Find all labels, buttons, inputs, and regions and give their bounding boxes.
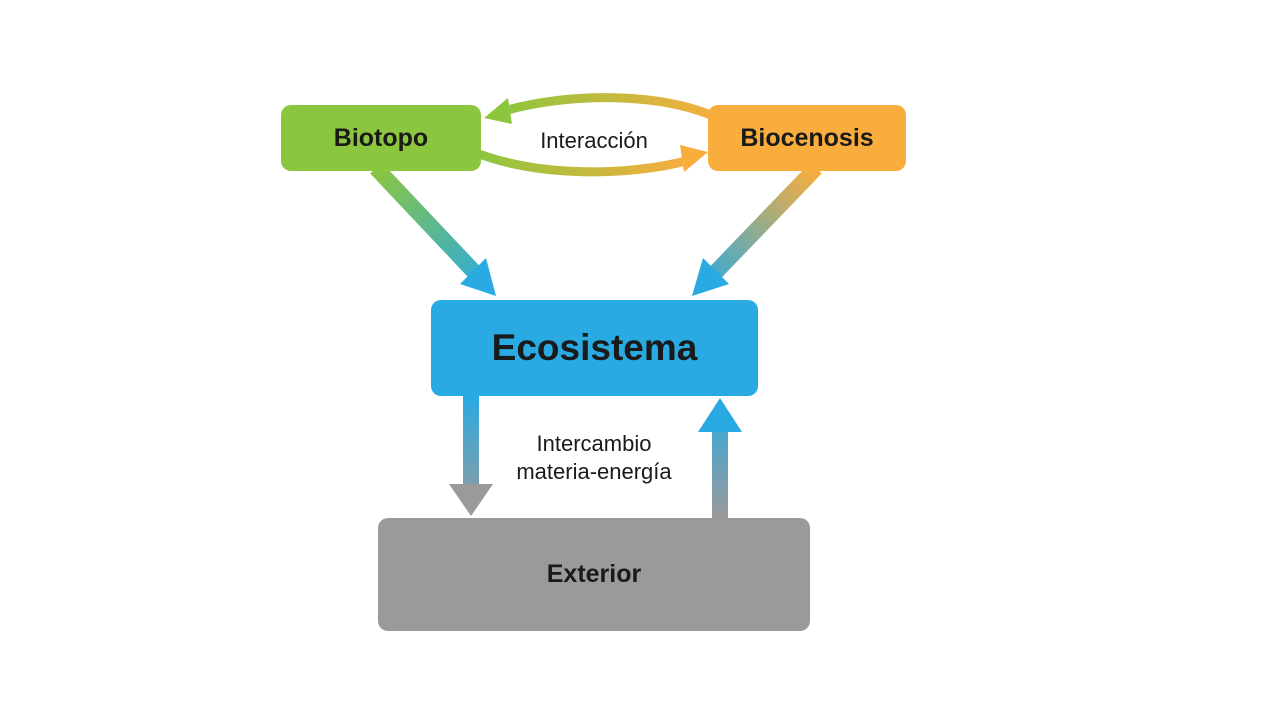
arrow-biotopo-to-ecosistema: [370, 162, 496, 296]
arrow-ecosistema-to-exterior: [449, 396, 493, 516]
node-biotopo: Biotopo: [281, 105, 481, 171]
exchange-label-line1: Intercambio: [536, 431, 652, 456]
node-ecosistema-label: Ecosistema: [491, 327, 698, 368]
arrow-biotopo-to-biocenosis: [469, 145, 708, 177]
arrow-biocenosis-to-ecosistema: [692, 162, 822, 296]
exchange-label-line2: materia-energía: [516, 459, 672, 484]
node-exterior: Exterior: [378, 518, 810, 631]
interaction-label: Interacción: [522, 126, 666, 156]
exchange-label: Intercambio materia-energía: [492, 430, 696, 486]
arrow-biocenosis-to-biotopo: [484, 93, 723, 124]
arrow-exterior-to-ecosistema: [698, 398, 742, 518]
node-ecosistema: Ecosistema: [431, 300, 758, 396]
node-biocenosis: Biocenosis: [708, 105, 906, 171]
node-biotopo-label: Biotopo: [333, 123, 429, 152]
node-biocenosis-label: Biocenosis: [740, 123, 874, 152]
node-exterior-label: Exterior: [546, 560, 642, 588]
